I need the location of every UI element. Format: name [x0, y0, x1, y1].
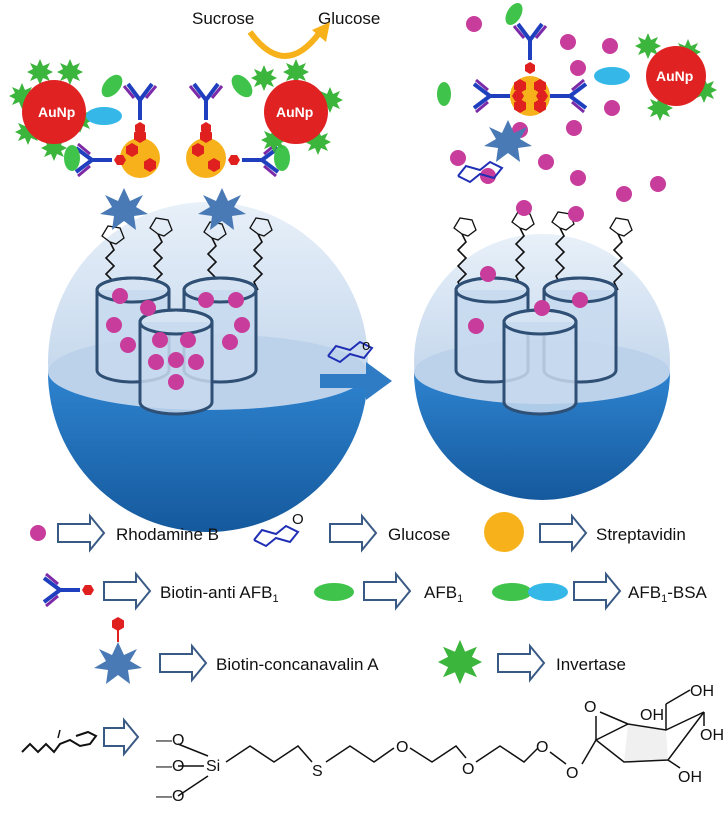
afb-bsa-icon	[492, 583, 532, 601]
svg-text:AuNp: AuNp	[38, 104, 75, 120]
svg-text:o: o	[362, 337, 370, 354]
gold-nanoparticle-left: AuNp	[9, 59, 93, 161]
svg-text:O: O	[396, 739, 408, 756]
invertase-icon	[437, 639, 483, 685]
svg-text:AFB1-BSA: AFB1-BSA	[628, 583, 708, 605]
svg-text:AuNp: AuNp	[656, 68, 693, 84]
svg-text:Biotin-concanavalin A: Biotin-concanavalin A	[216, 655, 379, 674]
svg-text:Glucose: Glucose	[388, 525, 450, 544]
antibody-icon	[42, 572, 96, 608]
svg-text:OH: OH	[678, 769, 702, 786]
open-state-particle: AuNp	[414, 3, 717, 500]
concanavalin-legend-icon	[94, 617, 142, 684]
svg-text:O: O	[462, 761, 474, 778]
legend-item-rhodamine: Rhodamine B	[30, 513, 219, 553]
rhodamine-icon	[30, 525, 46, 541]
gold-nanoparticle-released: AuNp	[635, 33, 717, 121]
svg-text:OH: OH	[700, 727, 724, 744]
svg-text:—O: —O	[156, 788, 184, 805]
svg-text:OH: OH	[640, 707, 664, 724]
streptavidin-icon	[484, 512, 524, 552]
glucose-product-label: Glucose	[318, 9, 380, 28]
svg-text:Invertase: Invertase	[556, 655, 626, 674]
svg-text:Biotin-anti AFB1: Biotin-anti AFB1	[160, 583, 279, 605]
chemical-structure: —O —O —O Si S O O O O O OH OH OH OH	[21, 683, 724, 805]
closed-state-particle: AuNp AuNp	[9, 59, 368, 532]
legend-item-invertase: Invertase	[437, 639, 626, 685]
svg-text:O: O	[584, 699, 596, 716]
svg-text:O: O	[566, 765, 578, 782]
svg-text:Rhodamine B: Rhodamine B	[116, 525, 219, 544]
glucose-icon	[253, 525, 299, 547]
svg-text:AFB1: AFB1	[424, 583, 463, 605]
svg-text:Si: Si	[206, 758, 220, 775]
linker-icon	[21, 729, 98, 754]
reaction-label-group: Sucrose Glucose	[192, 9, 380, 59]
conversion-arrow-icon	[247, 30, 323, 59]
svg-text:O: O	[292, 511, 304, 528]
legend-item-concanavalin: Biotin-concanavalin A	[94, 617, 379, 684]
legend-item-glucose: O Glucose	[253, 511, 450, 553]
legend-item-afb-bsa: AFB1-BSA	[492, 571, 708, 611]
sucrose-label: Sucrose	[192, 9, 254, 28]
legend-item-afb: AFB1	[314, 571, 463, 611]
legend-item-biotin-antibody: Biotin-anti AFB1	[42, 571, 279, 611]
svg-text:—O: —O	[156, 758, 184, 775]
svg-text:OH: OH	[690, 683, 714, 700]
svg-text:Streptavidin: Streptavidin	[596, 525, 686, 544]
svg-text:S: S	[312, 763, 323, 780]
gold-nanoparticle-right: AuNp	[251, 59, 343, 155]
svg-text:AuNp: AuNp	[276, 104, 313, 120]
svg-text:O: O	[536, 739, 548, 756]
afb-icon	[314, 583, 354, 601]
legend-item-streptavidin: Streptavidin	[484, 512, 686, 553]
legend: Rhodamine B O Glucose Streptavidin Bioti…	[30, 511, 708, 685]
trigger-arrow: o	[320, 337, 392, 400]
svg-text:—O: —O	[156, 732, 184, 749]
